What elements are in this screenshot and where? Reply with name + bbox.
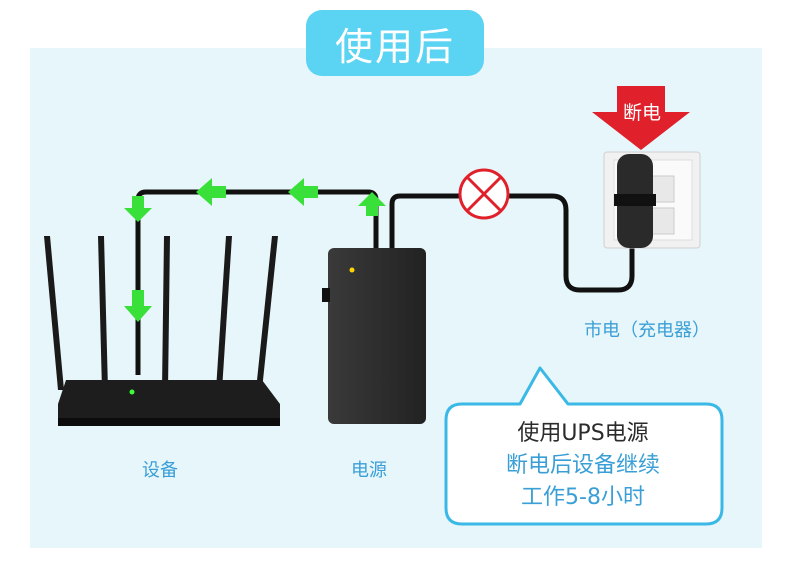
power-cut-arrow-icon xyxy=(592,86,690,150)
flow-arrow-icon xyxy=(124,290,152,322)
flow-arrow-icon xyxy=(196,178,226,206)
flow-arrows xyxy=(124,178,386,322)
page-title: 使用后 xyxy=(306,10,484,76)
power-supply-label: 电源 xyxy=(351,460,387,481)
cable-ups-to-mains xyxy=(389,193,635,293)
disconnect-x-icon xyxy=(458,168,510,220)
power-cut-label: 断电 xyxy=(622,102,661,124)
flow-arrow-icon xyxy=(124,196,152,222)
router-device xyxy=(44,236,280,426)
mains-label: 市电（充电器） xyxy=(584,320,710,341)
flow-arrow-icon xyxy=(288,178,318,206)
ups-power-supply xyxy=(322,248,426,424)
bubble-line-3: 工作5-8小时 xyxy=(521,485,645,510)
flow-arrow-icon xyxy=(358,192,386,216)
bubble-line-1: 使用UPS电源 xyxy=(517,421,649,446)
bubble-line-2: 断电后设备继续 xyxy=(505,453,660,478)
charger-plug xyxy=(614,154,656,248)
router-label: 设备 xyxy=(142,460,178,481)
info-bubble xyxy=(444,366,724,526)
